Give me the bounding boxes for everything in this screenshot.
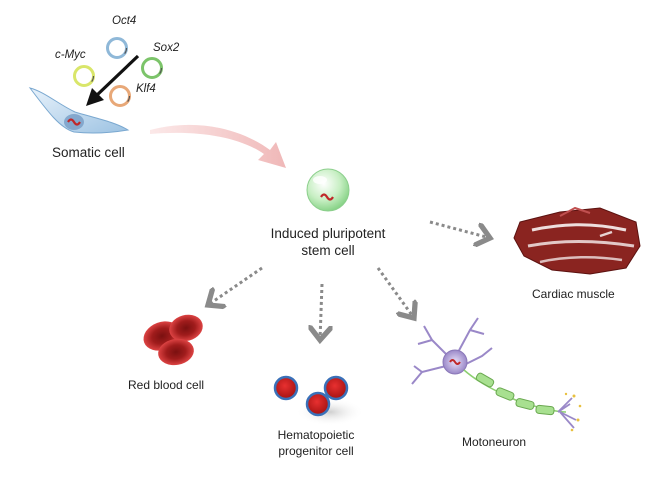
klf4-plasmid-icon bbox=[109, 85, 131, 107]
arrow-to-cardiac bbox=[429, 220, 490, 238]
oct4-plasmid-icon bbox=[106, 37, 128, 59]
red-blood-cell-icon bbox=[143, 314, 203, 366]
gene-label-klf4: Klf4 bbox=[136, 83, 156, 95]
gene-label-oct4: Oct4 bbox=[112, 15, 136, 27]
hematopoietic-progenitor-icon bbox=[273, 375, 349, 417]
ipsc-label-line2: stem cell bbox=[301, 243, 354, 258]
gene-label-cmyc: c-Myc bbox=[55, 49, 86, 61]
cmyc-plasmid-icon bbox=[73, 65, 95, 87]
ipsc-cell-icon bbox=[306, 168, 350, 212]
sox2-plasmid-icon bbox=[141, 57, 163, 79]
red-blood-cell-label: Red blood cell bbox=[128, 378, 204, 392]
hpc-label-line2: progenitor cell bbox=[278, 444, 353, 458]
somatic-cell-label: Somatic cell bbox=[52, 145, 125, 160]
arrow-to-hpc bbox=[320, 283, 322, 340]
reprogramming-curve-arrow bbox=[150, 124, 286, 168]
transduction-arrow bbox=[86, 54, 140, 106]
hpc-label-line1: Hematopoietic bbox=[278, 428, 355, 442]
gene-label-sox2: Sox2 bbox=[153, 42, 180, 54]
cardiac-muscle-label: Cardiac muscle bbox=[532, 287, 615, 301]
motoneuron-label: Motoneuron bbox=[462, 435, 526, 449]
arrow-to-motoneuron bbox=[376, 267, 414, 318]
somatic-cell-icon bbox=[28, 87, 130, 134]
cardiac-muscle-icon bbox=[513, 206, 641, 275]
motoneuron-icon bbox=[411, 317, 582, 432]
ipsc-label-line1: Induced pluripotent bbox=[271, 226, 386, 241]
arrow-to-rbc bbox=[208, 266, 263, 305]
